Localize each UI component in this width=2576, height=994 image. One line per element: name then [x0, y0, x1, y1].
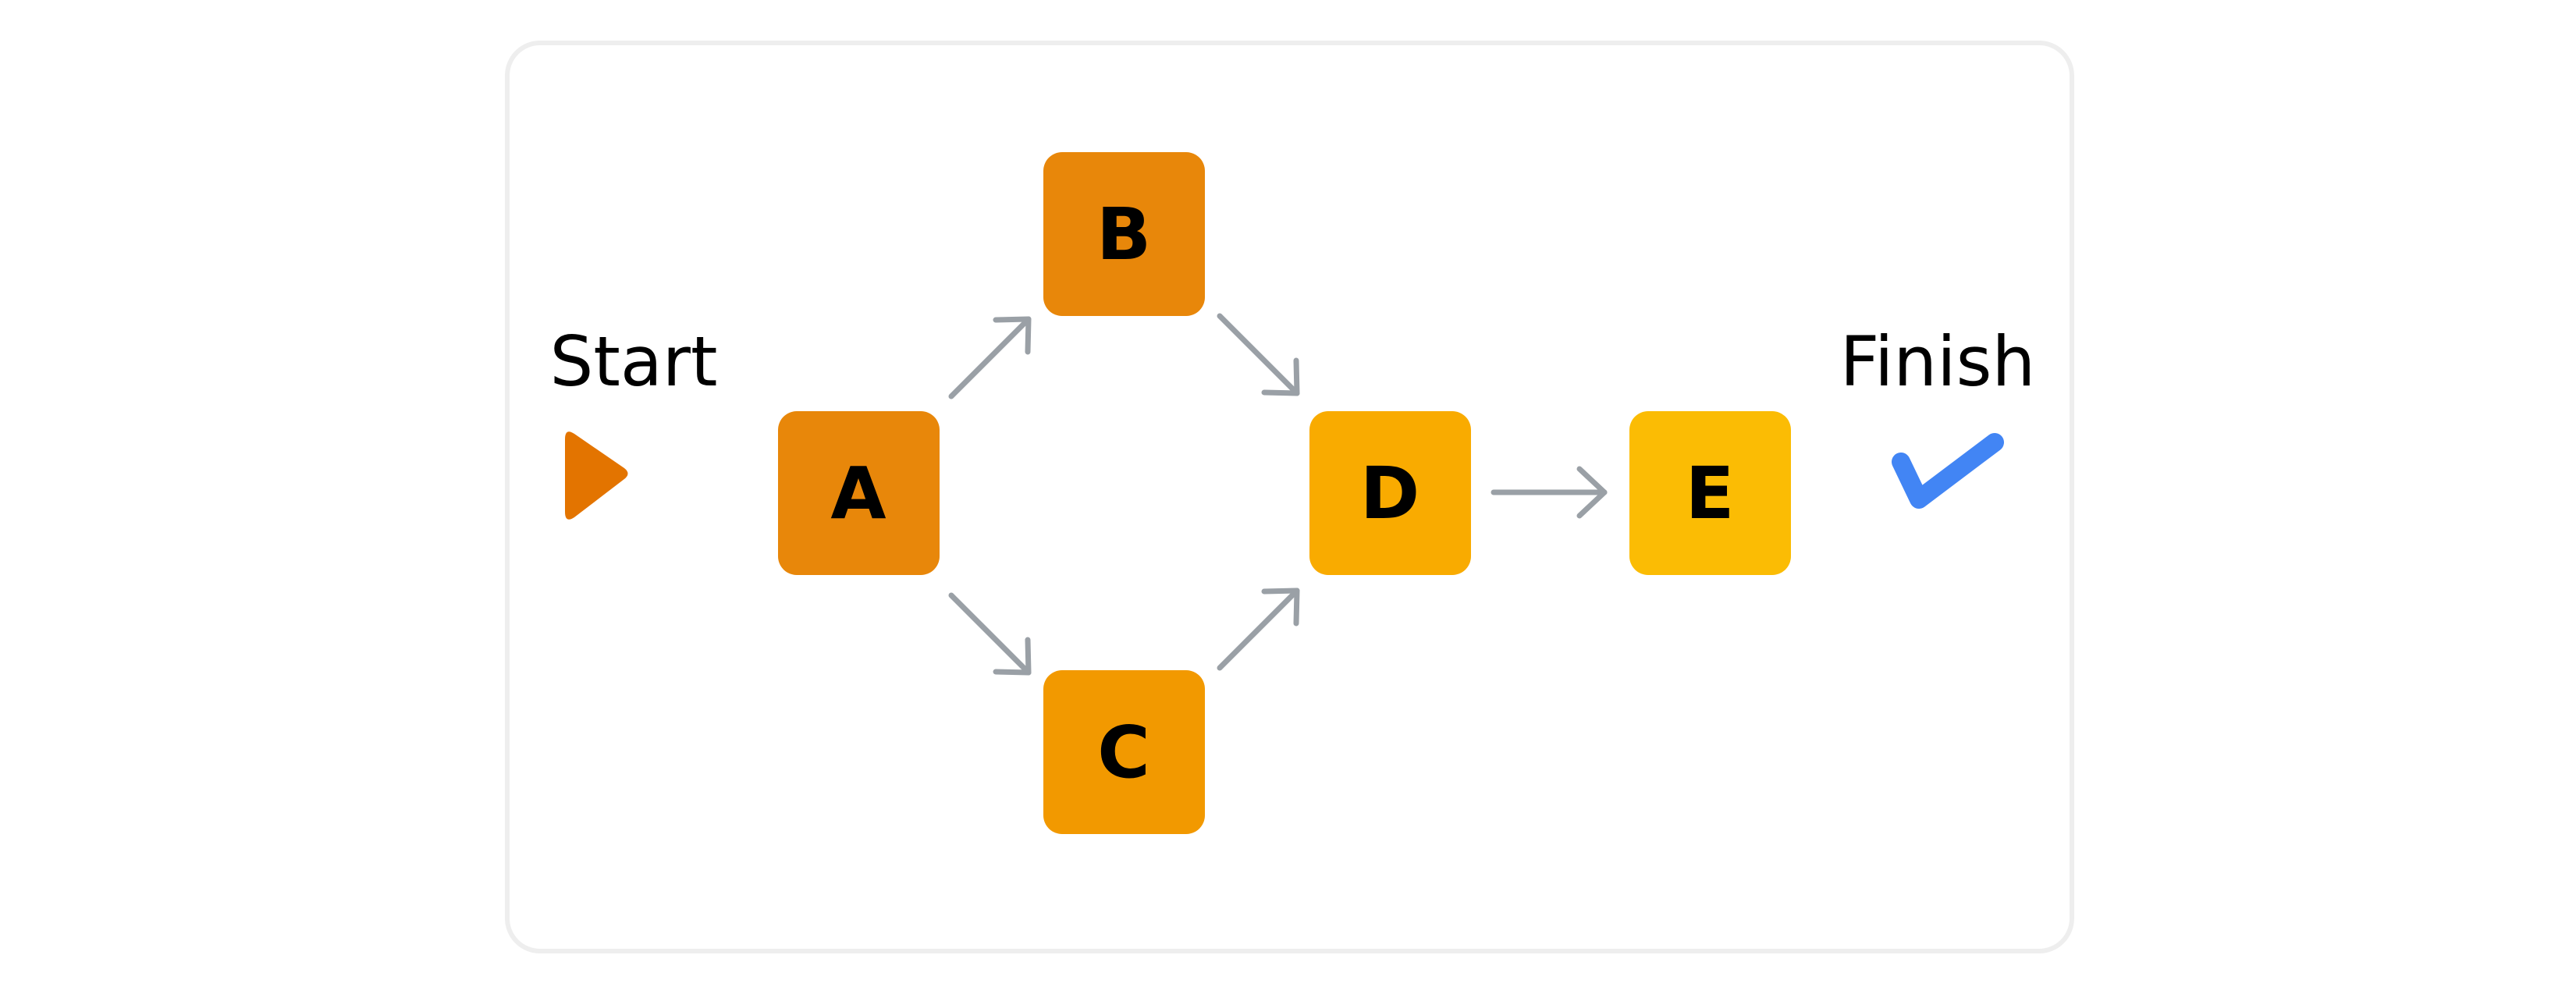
edge-a-c	[948, 592, 1032, 676]
play-triangle-icon	[565, 431, 628, 520]
start-label: Start	[550, 321, 718, 402]
node-b: B	[1043, 152, 1205, 316]
node-d: D	[1309, 411, 1471, 575]
finish-label: Finish	[1840, 321, 2036, 402]
edge-d-e	[1491, 466, 1608, 519]
node-e: E	[1629, 411, 1791, 575]
edge-b-d	[1217, 313, 1300, 396]
edge-c-d	[1217, 588, 1300, 671]
svg-text:D: D	[1360, 452, 1419, 535]
svg-text:E: E	[1686, 452, 1735, 535]
svg-text:A: A	[830, 452, 886, 535]
node-a: A	[778, 411, 940, 575]
node-c: C	[1043, 670, 1205, 834]
svg-text:C: C	[1097, 711, 1150, 794]
svg-text:B: B	[1096, 193, 1151, 276]
diagram-frame	[505, 41, 2074, 953]
edge-a-b	[948, 316, 1032, 399]
check-icon	[1892, 433, 2004, 509]
